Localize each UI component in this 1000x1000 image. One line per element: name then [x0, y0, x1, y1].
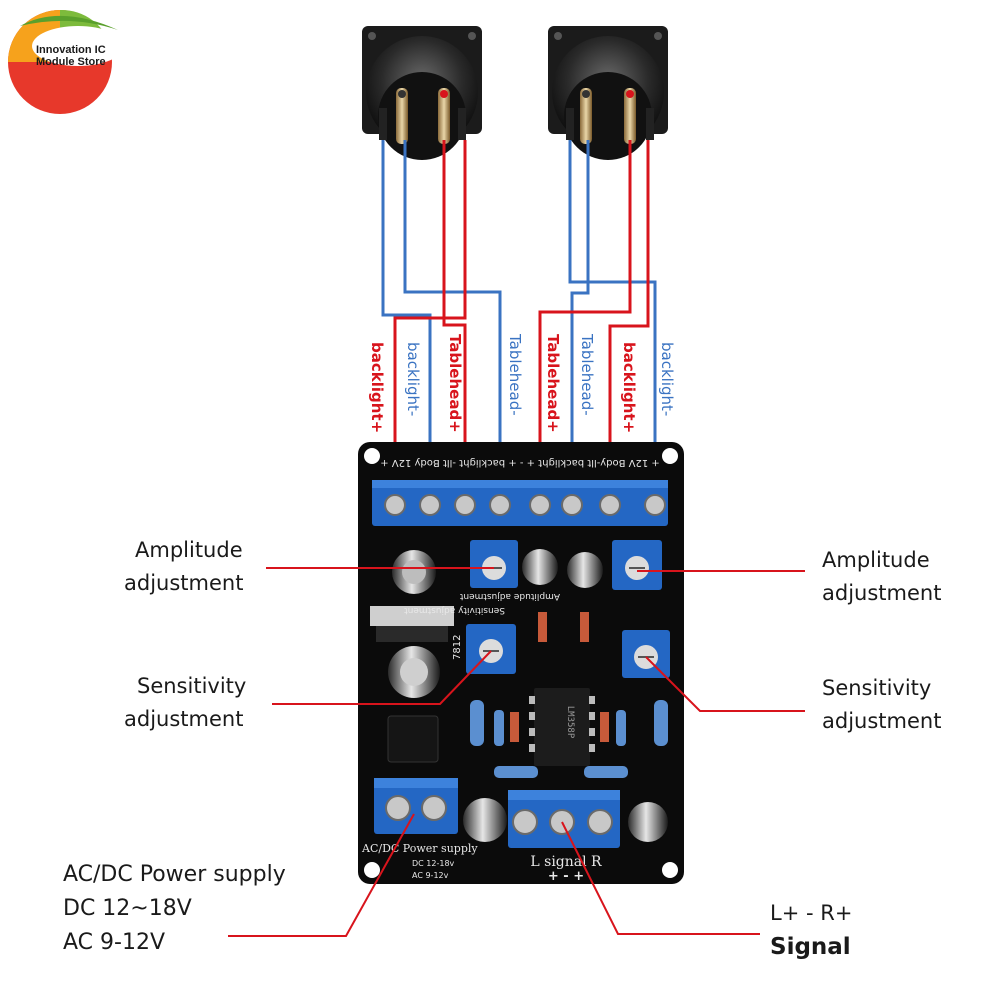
wire-tablehead-pos-right [538, 140, 632, 500]
silk-power-dc: DC 12-18v [412, 859, 455, 868]
trimpot-sensitivity-left [466, 624, 516, 674]
svg-text:LM358P: LM358P [565, 706, 575, 739]
callout-signal: L+ - R+ Signal [770, 901, 853, 960]
vu-meter-right [548, 26, 668, 160]
callout-sensitivity-left-2: adjustment [124, 707, 244, 731]
silk-power-ac: AC 9-12v [412, 871, 449, 880]
callout-power: AC/DC Power supply DC 12~18V AC 9-12V [63, 862, 286, 955]
terminal-block-signal [508, 790, 620, 848]
store-logo [8, 9, 124, 114]
wiring [381, 140, 657, 500]
silk-sensitivity-left: Sensitivity adjustment [404, 605, 505, 615]
vu-meter-left [362, 26, 482, 160]
ic-lm358: LM358P [529, 688, 595, 766]
trimpot-amplitude-right [612, 540, 662, 590]
capacitor-bottom [463, 798, 668, 842]
callout-amplitude-left-2: adjustment [124, 571, 244, 595]
wire-label-backlight-neg-left: backlight- [404, 342, 422, 417]
wire-label-backlight-pos-left: backlight+ [368, 342, 386, 434]
bridge-rectifier [387, 715, 439, 763]
pcb-board: + 12V Body-llt backlight + - + backlight… [358, 442, 684, 884]
callout-sensitivity-left: Sensitivity [137, 674, 247, 698]
callout-lines [228, 567, 805, 937]
terminal-block-meters [372, 480, 668, 526]
wire-label-backlight-neg-right: backlight- [658, 342, 676, 417]
silk-signal-signs: + - + [548, 869, 584, 884]
wire-label-tablehead-neg-right: Tablehead- [578, 334, 596, 416]
callout-amplitude-right: Amplitude adjustment [822, 548, 942, 605]
wire-label-tablehead-neg-left: Tablehead- [506, 334, 524, 416]
wire-label-backlight-pos-right: backlight+ [620, 342, 638, 434]
voltage-regulator-7812: 7812 [370, 606, 463, 660]
callout-amplitude-left: Amplitude [135, 538, 243, 562]
silk-signal: L signal R [530, 854, 602, 870]
capacitor-center [522, 549, 603, 588]
callout-sensitivity-right: Sensitivity adjustment [822, 676, 942, 733]
store-logo-text: Innovation IC Module Store [36, 44, 106, 68]
wire-backlight-pos-left [393, 140, 467, 500]
capacitor-top-left [392, 550, 436, 594]
wire-label-tablehead-pos-right: Tablehead+ [544, 334, 562, 433]
diodes [510, 612, 609, 742]
trimpot-sensitivity-right [622, 630, 670, 678]
svg-text:7812: 7812 [452, 635, 463, 660]
silk-top-row: + 12V Body-llt backlight + - + backlight… [380, 457, 660, 468]
wire-label-tablehead-pos-left: Tablehead+ [446, 334, 464, 433]
wire-tablehead-neg-left [403, 140, 502, 500]
terminal-block-power [374, 778, 458, 834]
logo-line-1: Innovation IC [36, 44, 106, 56]
trimpot-amplitude-left [470, 540, 518, 588]
wire-backlight-neg-right [570, 140, 590, 500]
wire-tablehead-neg-right [568, 140, 657, 500]
resistors [470, 700, 668, 778]
wire-backlight-pos-right [608, 140, 650, 500]
line-signal [561, 821, 760, 935]
silk-power: AC/DC Power supply [361, 842, 478, 855]
line-power [228, 813, 415, 937]
wire-tablehead-pos-left [442, 140, 467, 500]
logo-line-2: Module Store [36, 56, 106, 68]
silk-amplitude: Amplitude adjustment [459, 591, 560, 601]
line-sens-right [645, 656, 805, 712]
capacitor-mid-left [388, 646, 440, 698]
line-sens-left [272, 650, 492, 705]
wire-backlight-neg-left [381, 140, 432, 500]
